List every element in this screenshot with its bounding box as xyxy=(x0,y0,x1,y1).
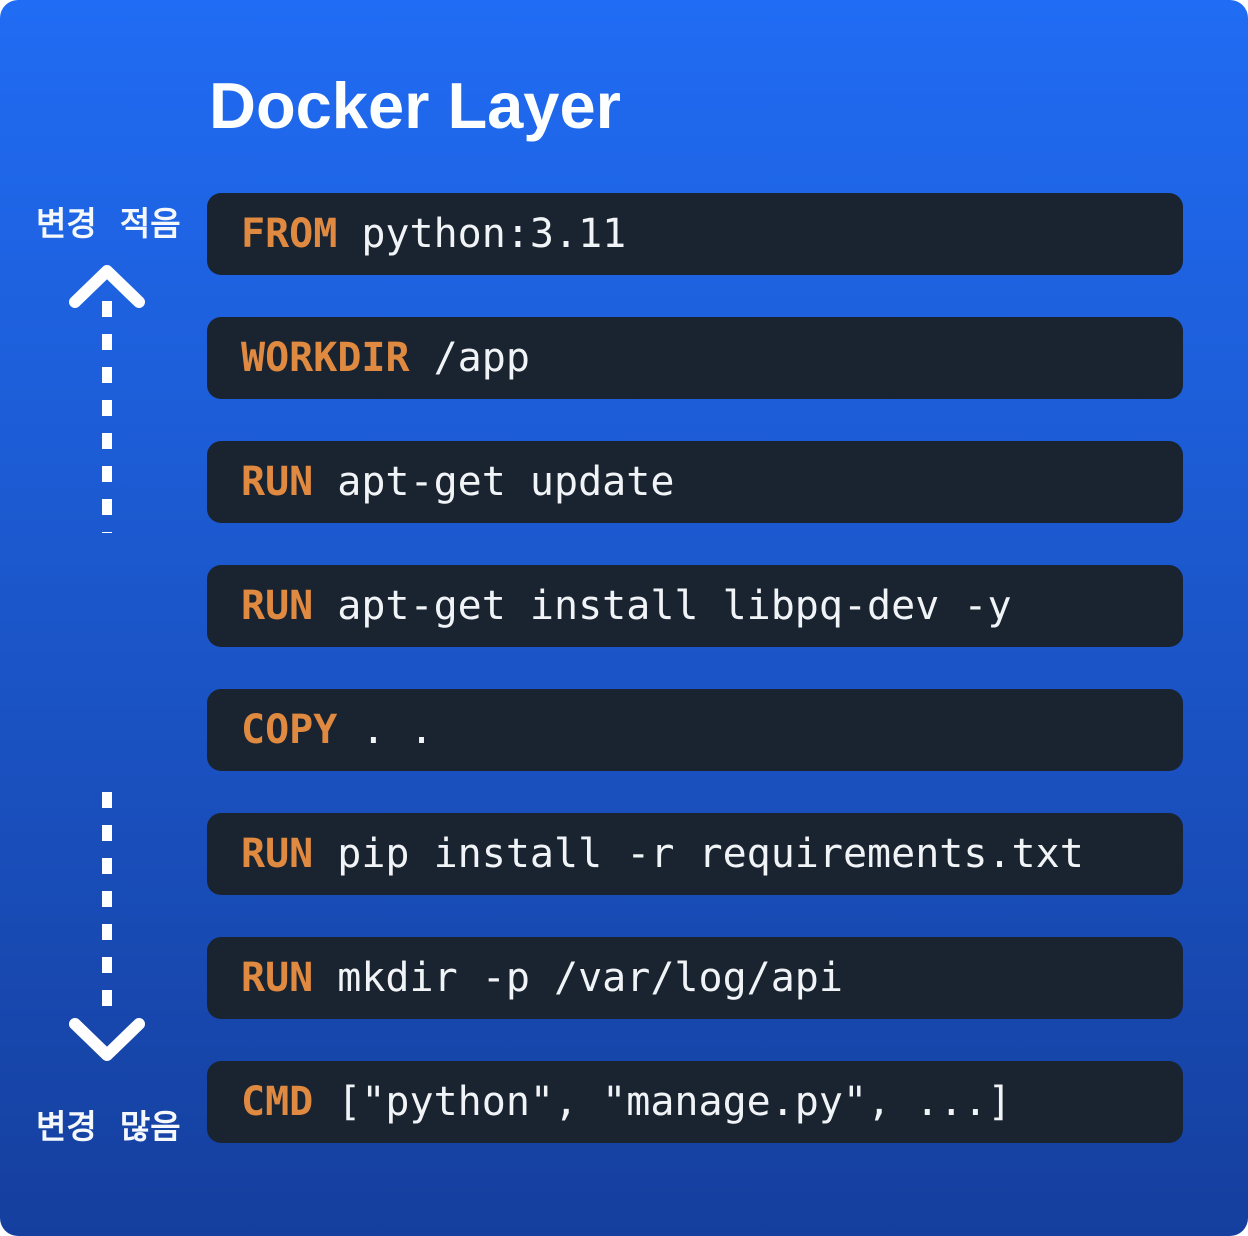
instruction-args: ["python", "manage.py", ...] xyxy=(337,1079,1012,1125)
instruction-keyword: WORKDIR xyxy=(241,335,410,381)
instruction-args: mkdir -p /var/log/api xyxy=(337,955,843,1001)
instruction-keyword: CMD xyxy=(241,1079,314,1125)
instruction-keyword: RUN xyxy=(241,955,314,1001)
instruction-args: python:3.11 xyxy=(361,211,627,257)
instruction-args: apt-get update xyxy=(337,459,675,505)
instruction-keyword: RUN xyxy=(241,459,314,505)
dockerfile-layer-row: WORKDIR /app xyxy=(207,317,1183,399)
arrow-up-dashed-icon xyxy=(69,265,145,533)
instruction-keyword: RUN xyxy=(241,831,314,877)
arrow-down-dashed-icon xyxy=(69,792,145,1061)
dockerfile-layer-row: FROM python:3.11 xyxy=(207,193,1183,275)
instruction-args: . . xyxy=(361,707,434,753)
instruction-keyword: COPY xyxy=(241,707,338,753)
instruction-args: pip install -r requirements.txt xyxy=(337,831,1084,877)
instruction-keyword: FROM xyxy=(241,211,338,257)
page-title: Docker Layer xyxy=(209,69,621,142)
dockerfile-layer-row: COPY . . xyxy=(207,689,1183,771)
label-many-changes: 변경 많음 xyxy=(36,1108,181,1145)
instruction-args: apt-get install libpq-dev -y xyxy=(337,583,1012,629)
dockerfile-layer-row: RUN pip install -r requirements.txt xyxy=(207,813,1183,895)
dockerfile-layer-list: FROM python:3.11 WORKDIR /app RUN apt-ge… xyxy=(207,193,1183,1185)
dockerfile-layer-row: CMD ["python", "manage.py", ...] xyxy=(207,1061,1183,1143)
instruction-args: /app xyxy=(433,335,530,381)
label-few-changes: 변경 적음 xyxy=(36,205,181,242)
dockerfile-layer-row: RUN apt-get update xyxy=(207,441,1183,523)
instruction-keyword: RUN xyxy=(241,583,314,629)
dockerfile-layer-row: RUN apt-get install libpq-dev -y xyxy=(207,565,1183,647)
dockerfile-layer-row: RUN mkdir -p /var/log/api xyxy=(207,937,1183,1019)
